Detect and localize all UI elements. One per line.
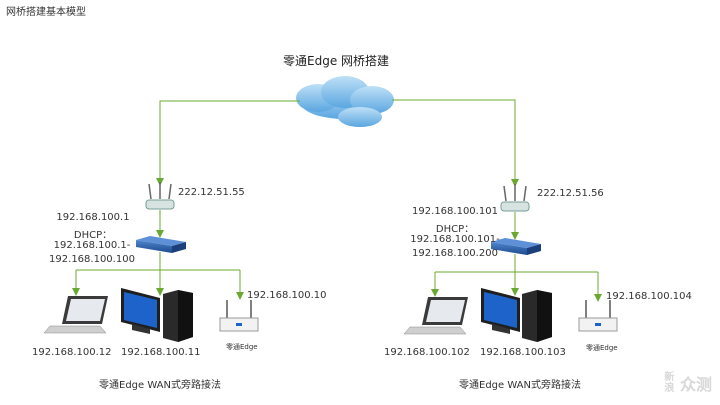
left-desktop-icon (121, 288, 193, 342)
left-laptop-icon (43, 296, 108, 334)
diagram-top-label: 网桥搭建基本模型 (6, 7, 86, 18)
left-edge-device-icon (219, 300, 259, 332)
right-dhcp-label: DHCP： (435, 224, 475, 235)
right-edge-device-icon (578, 300, 618, 332)
right-pc-ip: 192.168.100.103 (480, 347, 566, 358)
left-router-ip: 192.168.100.1 (56, 212, 130, 223)
left-caption: 零通Edge WAN式旁路接法 (99, 380, 222, 391)
left-dhcp-end: 192.168.100.100 (49, 254, 135, 265)
left-ap-icon (145, 182, 175, 210)
left-lan-links (72, 269, 244, 300)
left-pc-ip: 192.168.100.11 (121, 347, 201, 358)
right-router-ip: 192.168.100.101 (412, 206, 498, 217)
right-ap-icon (500, 184, 530, 212)
right-edge-ip: 192.168.100.104 (606, 291, 692, 302)
left-edge-label: 零通Edge (226, 343, 258, 351)
right-laptop-ip: 192.168.100.102 (384, 347, 470, 358)
internet-cloud-icon (296, 76, 394, 127)
right-lan-links (431, 271, 602, 302)
right-caption: 零通Edge WAN式旁路接法 (459, 380, 582, 391)
left-laptop-ip: 192.168.100.12 (32, 347, 112, 358)
diagram-title: 零通Edge 网桥搭建 (283, 54, 390, 68)
right-desktop-icon (481, 288, 552, 342)
left-edge-ip: 192.168.100.10 (247, 290, 327, 301)
left-dhcp-label: DHCP： (73, 230, 113, 241)
right-dhcp-end: 192.168.100.200 (412, 248, 498, 259)
left-router-icon (136, 236, 186, 253)
right-dhcp-start: 192.168.100.101- (410, 234, 500, 245)
right-router-icon (491, 238, 541, 255)
sina-watermark: 新浪 众测 (664, 372, 712, 394)
right-laptop-icon (403, 297, 468, 335)
wan-links (156, 99, 519, 187)
left-ap-ip: 222.12.51.55 (178, 187, 245, 198)
left-dhcp-start: 192.168.100.1- (53, 240, 131, 251)
right-edge-label: 零通Edge (586, 344, 618, 352)
right-ap-ip: 222.12.51.56 (537, 188, 604, 199)
